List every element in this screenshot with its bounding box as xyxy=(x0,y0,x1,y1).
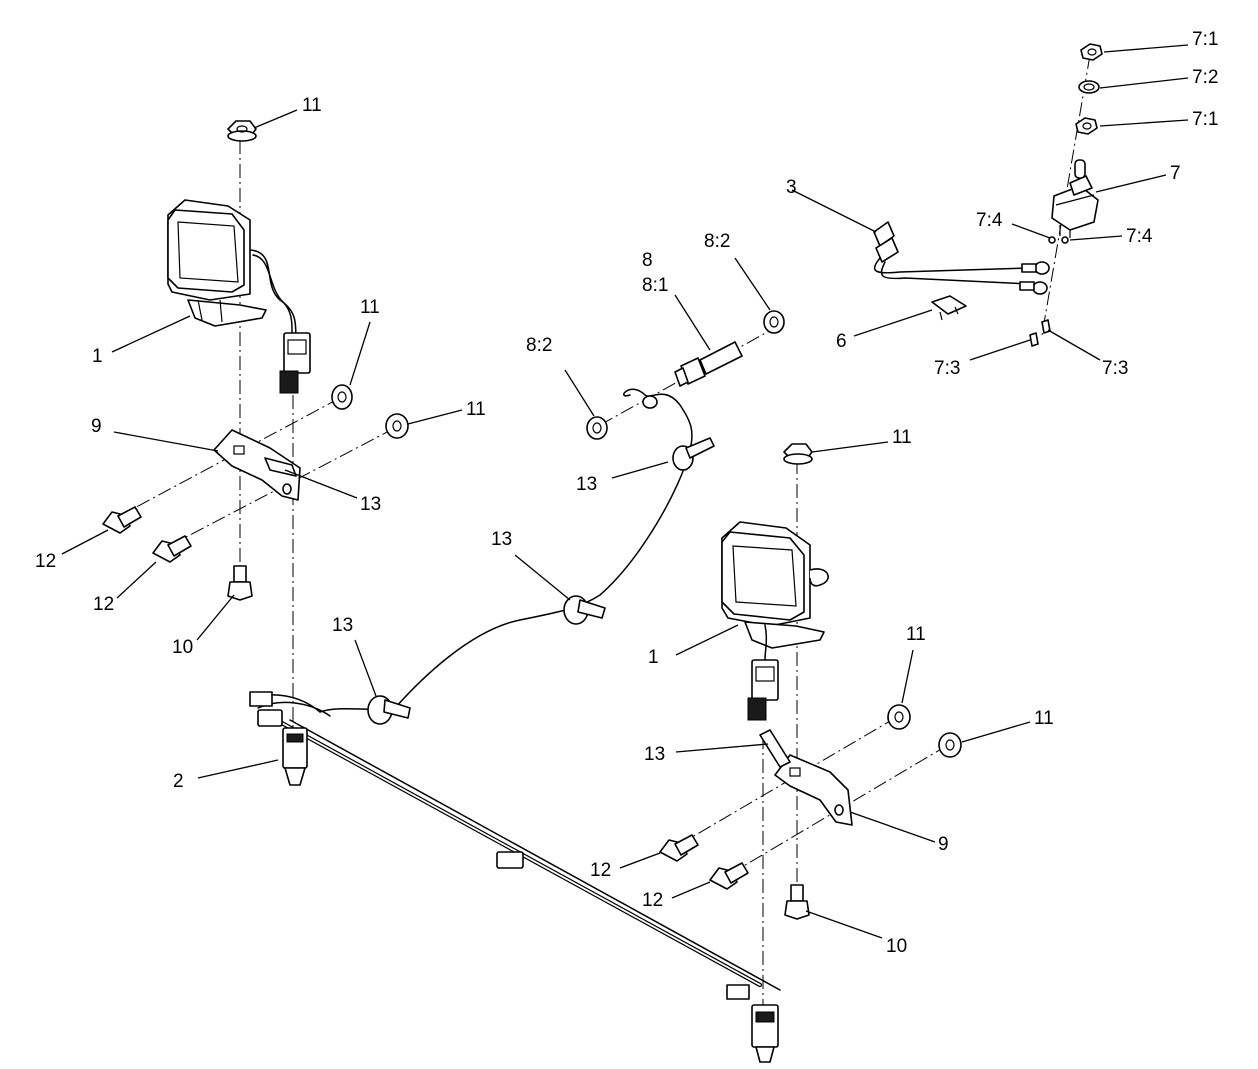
callout-3: 3 xyxy=(786,177,797,198)
callout-8: 8 xyxy=(642,250,653,271)
callout-7-3: 7:3 xyxy=(934,358,960,379)
callouts: 11 1 11 11 9 13 12 12 10 3 6 7:1 7:2 7:1… xyxy=(35,29,1218,957)
callout-8-1: 8:1 xyxy=(642,275,668,296)
flange-bolt-left-b xyxy=(152,535,192,563)
leader-lines xyxy=(61,44,1189,939)
flange-bolt-right-vertical xyxy=(784,884,810,920)
flange-nut-left-b xyxy=(385,413,409,439)
callout-12: 12 xyxy=(590,860,611,881)
callout-13: 13 xyxy=(491,529,512,550)
callout-11: 11 xyxy=(466,399,486,420)
wire-harness xyxy=(249,388,781,1063)
flange-nut-right-top xyxy=(783,443,813,465)
callout-1: 1 xyxy=(92,346,103,367)
callout-12: 12 xyxy=(642,890,663,911)
flange-bolt-right-a xyxy=(659,834,699,862)
callout-11: 11 xyxy=(892,427,912,448)
flange-bolt-right-b xyxy=(709,862,749,890)
callout-10: 10 xyxy=(172,637,193,658)
callout-11: 11 xyxy=(906,624,926,645)
callout-7-3: 7:3 xyxy=(1102,358,1128,379)
callout-13: 13 xyxy=(576,474,597,495)
callout-13: 13 xyxy=(360,494,381,515)
flange-nut-top-left xyxy=(227,120,257,142)
callout-13: 13 xyxy=(644,744,665,765)
callout-12: 12 xyxy=(35,551,56,572)
sensor-assembly xyxy=(586,310,785,440)
callout-2: 2 xyxy=(173,771,184,792)
mount-bracket-left xyxy=(213,429,301,501)
callout-9: 9 xyxy=(938,834,949,855)
switch-nuts-washers xyxy=(1029,43,1103,347)
callout-7-4: 7:4 xyxy=(1126,226,1153,247)
callout-8-2: 8:2 xyxy=(526,335,552,356)
toggle-switch xyxy=(1051,159,1099,238)
mount-bracket-right xyxy=(759,729,853,826)
flange-nut-right-b xyxy=(938,732,962,758)
work-light-right xyxy=(721,521,829,721)
callout-11: 11 xyxy=(302,95,322,116)
callout-9: 9 xyxy=(91,416,102,437)
callout-1: 1 xyxy=(648,647,659,668)
callout-7-2: 7:2 xyxy=(1192,67,1218,88)
fuse xyxy=(931,295,967,321)
callout-7-1: 7:1 xyxy=(1192,109,1218,130)
callout-11: 11 xyxy=(1034,708,1054,729)
callout-10: 10 xyxy=(886,936,907,957)
switch-harness xyxy=(873,221,1050,295)
flange-bolt-left-vertical xyxy=(227,565,253,601)
callout-7: 7 xyxy=(1170,163,1181,184)
flange-bolt-left-a xyxy=(102,506,142,534)
callout-11: 11 xyxy=(360,297,380,318)
flange-nut-right-a xyxy=(887,704,911,730)
callout-13: 13 xyxy=(332,615,353,636)
work-light-left xyxy=(167,199,311,394)
callout-8-2: 8:2 xyxy=(704,231,730,252)
flange-nut-left-a xyxy=(331,384,353,410)
callout-6: 6 xyxy=(836,331,847,352)
callout-7-4: 7:4 xyxy=(976,210,1003,231)
callout-7-1: 7:1 xyxy=(1192,29,1218,50)
callout-12: 12 xyxy=(93,594,114,615)
